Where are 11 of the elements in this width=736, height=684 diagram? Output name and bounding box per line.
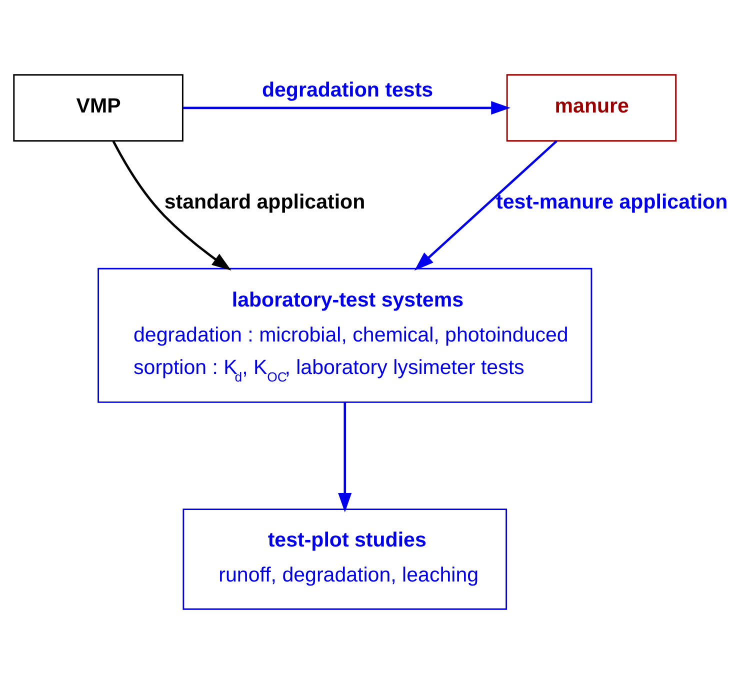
edge-label: degradation tests <box>262 78 434 102</box>
arrow <box>112 140 232 271</box>
arrow <box>414 140 558 271</box>
edge-label: standard application <box>164 190 366 214</box>
arrow <box>338 402 352 512</box>
node-box: manure <box>506 74 677 142</box>
arrow <box>183 101 511 115</box>
node-box: laboratory-test systems degradation : microbial, chemical, photoinduced sorption : K$_{d}$, K$_{OC}$, laboratory lysimeter tests <box>98 268 592 403</box>
node-box: test-plot studies runoff, degradation, leaching <box>182 508 508 610</box>
node-box: VMP <box>13 74 184 142</box>
edge-label: test-manure application <box>496 190 728 214</box>
